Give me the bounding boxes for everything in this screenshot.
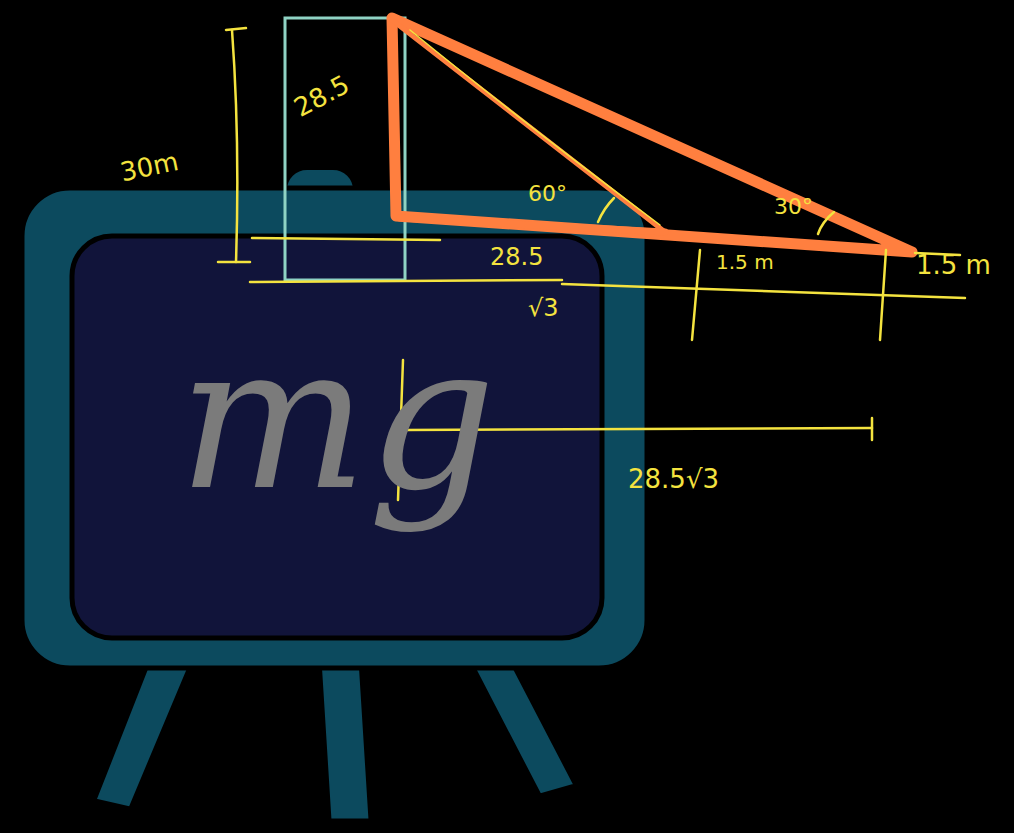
easel-leg: [320, 660, 370, 820]
dimension-label: 1.5 m: [716, 252, 774, 272]
ground-line: [252, 238, 440, 240]
easel-leg: [95, 660, 190, 808]
tick: [692, 250, 700, 340]
tick: [226, 28, 246, 30]
fraction-denominator: √3: [528, 296, 559, 320]
sight-line-60: [392, 20, 665, 232]
sight-line: [410, 30, 660, 225]
fraction-bar: [250, 280, 562, 282]
watermark: mg: [178, 318, 496, 518]
tick: [871, 418, 874, 440]
sight-triangle: [392, 18, 912, 252]
board-frame: [22, 188, 647, 668]
easel-leg: [470, 660, 575, 795]
board-surface: [72, 236, 602, 638]
dimension-label: 1.5 m: [916, 252, 991, 278]
angle-label: 30°: [774, 196, 813, 218]
building: [285, 18, 405, 280]
base-line: [400, 218, 665, 232]
height-dimension: [232, 30, 237, 262]
triangle-outline: [392, 18, 912, 252]
ground-line: [562, 284, 965, 298]
height-label: 30m: [118, 148, 181, 186]
angle-label: 60°: [528, 183, 567, 205]
tick: [218, 261, 250, 264]
dimension-label: 28.5: [290, 71, 353, 121]
angle-arc: [818, 212, 834, 234]
angle-arc: [598, 198, 614, 222]
tick: [880, 250, 886, 340]
fraction-numerator: 28.5: [490, 245, 543, 269]
distance-label: 28.5√3: [628, 466, 719, 492]
easel-watermark: [22, 168, 647, 820]
